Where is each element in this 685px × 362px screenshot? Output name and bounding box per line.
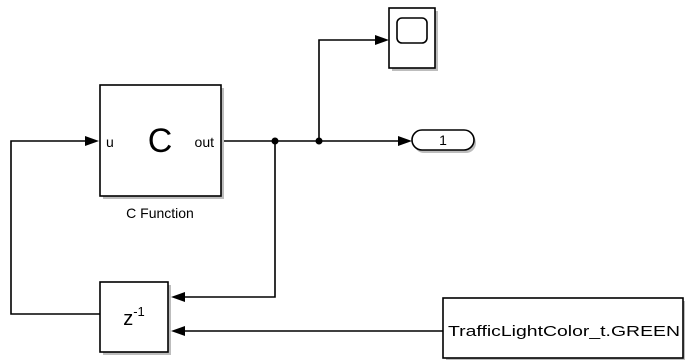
c-function-output-port-label: out	[195, 134, 215, 150]
scope-block[interactable]	[388, 7, 438, 71]
signal-to-delay-input1	[182, 141, 276, 298]
constant-value: TrafficLightColor_t.GREEN	[448, 324, 680, 340]
unit-delay-label: z-1	[123, 304, 145, 330]
outport-number: 1	[439, 132, 447, 148]
scope-icon	[396, 17, 428, 44]
branch-point-1	[271, 137, 279, 145]
arrow-to-cfunc-input	[85, 136, 99, 146]
signal-to-scope	[318, 39, 380, 141]
arrow-to-scope	[375, 35, 389, 45]
c-function-input-port-label: u	[106, 134, 114, 150]
constant-block[interactable]: TrafficLightColor_t.GREEN	[442, 297, 685, 360]
arrow-to-outport	[398, 136, 412, 146]
c-function-caption: C Function	[126, 205, 194, 221]
c-function-symbol: C	[148, 122, 173, 160]
arrow-to-delay-input1	[171, 292, 185, 302]
arrow-to-delay-input2	[171, 326, 185, 336]
signal-feedback	[10, 140, 100, 315]
outport-block[interactable]: 1	[411, 129, 476, 153]
unit-delay-block[interactable]: z-1	[99, 281, 171, 355]
branch-point-2	[315, 137, 323, 145]
c-function-block[interactable]: C u out	[99, 84, 224, 199]
